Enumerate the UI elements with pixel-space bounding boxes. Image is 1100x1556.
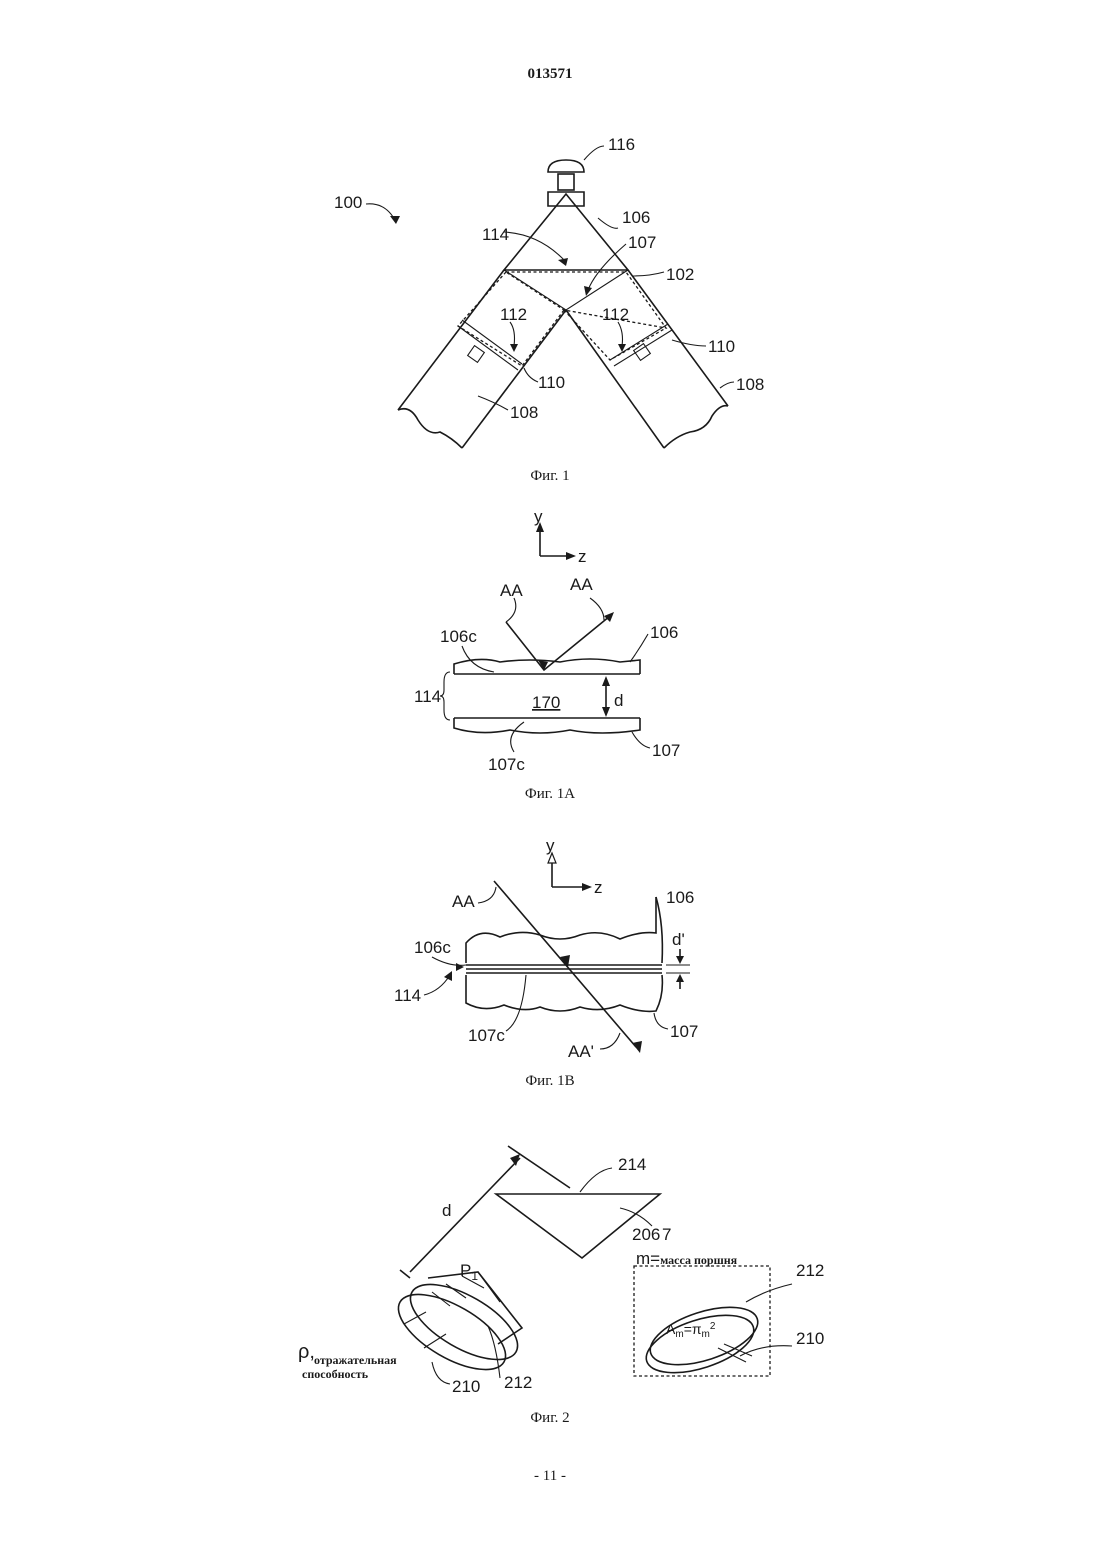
- document-number: 013571: [0, 66, 1100, 83]
- left-arm-outer: [398, 270, 504, 410]
- label-116: 116: [608, 135, 635, 154]
- label-106: 106: [666, 888, 694, 907]
- label-210-right: 210: [796, 1329, 824, 1348]
- pressure-p1-label: P1: [460, 1261, 478, 1283]
- label-102: 102: [666, 265, 694, 284]
- label-108-right: 108: [736, 375, 764, 394]
- label-107: 107: [628, 233, 656, 252]
- light-ray: [494, 881, 636, 1047]
- figure-2-drawing: d 214 206 7 P1 m=масса поршня 212 Am=πm2…: [0, 1130, 1100, 1410]
- area-formula: Am=πm2: [666, 1321, 716, 1340]
- right-break-line: [664, 406, 728, 448]
- axis-y-label: y: [534, 507, 543, 526]
- figure-1b-drawing: y z d' AA 106 106c 114 107c 107 AA': [0, 825, 1100, 1075]
- label-206: 206: [632, 1225, 660, 1244]
- ray-label-out: AA: [570, 575, 593, 594]
- label-106: 106: [650, 623, 678, 642]
- label-114: 114: [394, 986, 421, 1005]
- label-107: 107: [652, 741, 680, 760]
- label-106c: 106c: [414, 938, 451, 957]
- axis-z-label: z: [578, 547, 587, 566]
- label-100: 100: [334, 193, 362, 212]
- label-107c: 107c: [468, 1026, 505, 1045]
- brace-114: [440, 672, 450, 720]
- upper-plate-106: [454, 659, 640, 674]
- label-114: 114: [482, 225, 509, 244]
- figure-2-caption: Фиг. 2: [0, 1410, 1100, 1427]
- label-112-left: 112: [500, 305, 527, 324]
- label-106: 106: [622, 208, 650, 227]
- label-110-left: 110: [538, 373, 565, 392]
- label-170: 170: [532, 693, 560, 712]
- label-212-right: 212: [796, 1261, 824, 1280]
- label-114: 114: [414, 687, 441, 706]
- label-112-right: 112: [602, 305, 629, 324]
- page-number: - 11 -: [0, 1468, 1100, 1485]
- distance-d-label: d: [442, 1201, 451, 1220]
- left-piston-212: [399, 1269, 529, 1374]
- label-107c: 107c: [488, 755, 525, 774]
- gap-d-prime-label: d': [672, 930, 685, 949]
- label-110-right: 110: [708, 337, 735, 356]
- ray-label-in: AA: [500, 581, 523, 600]
- lower-block-107: [466, 975, 662, 1011]
- prism-107: [504, 270, 628, 310]
- rho-symbol: ρ,: [298, 1341, 315, 1363]
- left-break-line: [398, 409, 462, 448]
- ray-label-in: AA: [452, 892, 475, 911]
- figure-1b-caption: Фиг. 1В: [0, 1073, 1100, 1090]
- figure-1-drawing: 116 100 106 114 107 102 112 112 110 110 …: [0, 120, 1100, 465]
- valve-knob-116: [548, 160, 584, 190]
- left-piston-210: [387, 1279, 517, 1384]
- label-214: 214: [618, 1155, 646, 1174]
- figure-1-caption: Фиг. 1: [0, 468, 1100, 485]
- label-107: 107: [670, 1022, 698, 1041]
- dashed-frame-102: [506, 272, 666, 328]
- label-106c: 106c: [440, 627, 477, 646]
- axis-z-label: z: [594, 878, 603, 897]
- label-108-left: 108: [510, 403, 538, 422]
- upper-block-106: [656, 897, 662, 963]
- reflectivity-text-2: способность: [302, 1367, 369, 1381]
- lower-plate-107: [454, 718, 640, 733]
- label-210-left: 210: [452, 1377, 480, 1396]
- axis-y-label: y: [546, 836, 555, 855]
- reflectivity-text-1: отражательная: [314, 1353, 397, 1367]
- mass-label: m=масса поршня: [636, 1249, 738, 1268]
- figure-1a-drawing: y z AA AA d 170 114 106c 106 107c 107: [0, 500, 1100, 785]
- right-arm-inner: [566, 310, 664, 448]
- ray-label-out: AA': [568, 1042, 594, 1061]
- gap-d-label: d: [614, 691, 623, 710]
- label-207: 7: [662, 1225, 671, 1244]
- label-212-left: 212: [504, 1373, 532, 1392]
- figure-1a-caption: Фиг. 1А: [0, 786, 1100, 803]
